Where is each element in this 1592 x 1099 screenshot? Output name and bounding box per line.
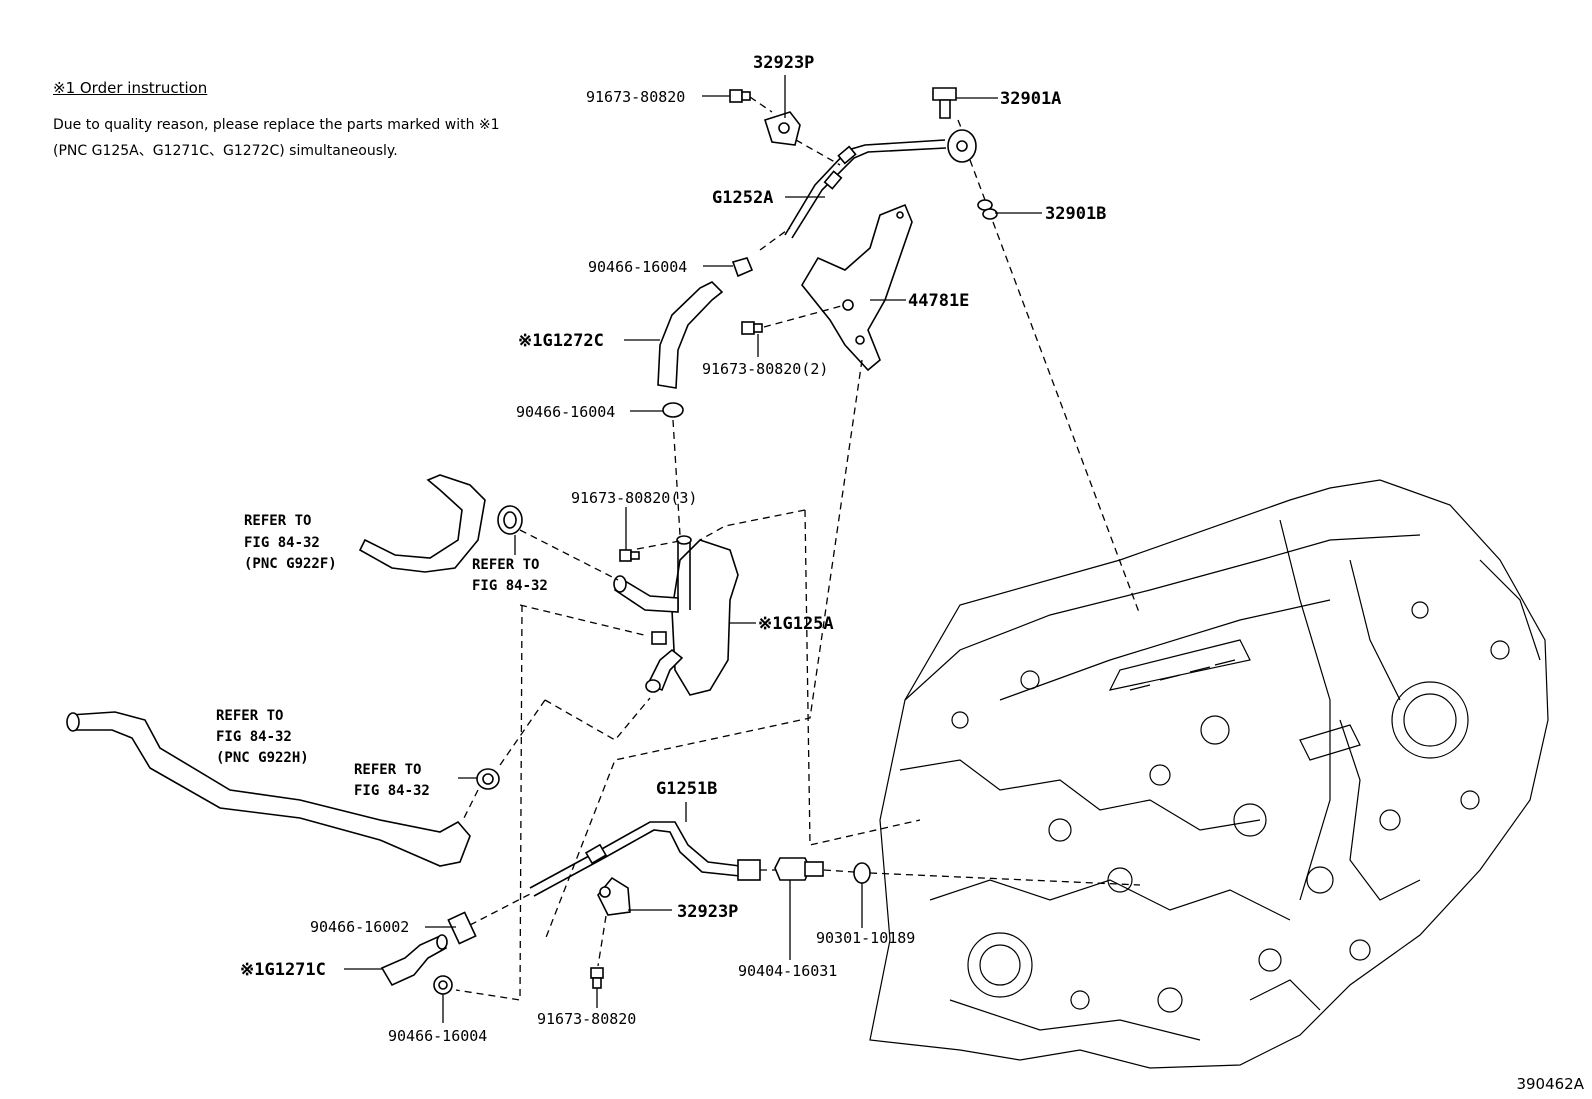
clip-90466-16004-a xyxy=(731,257,754,278)
label-90466-16004-a: 90466-16004 xyxy=(588,258,687,276)
clip-90466-16004-b xyxy=(662,402,684,418)
label-91673-80820-x3: 91673-80820(3) xyxy=(571,489,697,507)
clamp-refer-top xyxy=(497,505,523,535)
order-instruction-line-2: (PNC G125A、G1271C、G1272C) simultaneously… xyxy=(53,143,398,159)
clamp-32923P-top xyxy=(763,111,801,146)
hose-G1272C xyxy=(657,281,724,389)
leader-lines xyxy=(344,75,1042,1023)
bolt-91673-80820-bottom xyxy=(590,967,604,989)
refer-note-G922H-line-2: FIG 84-32 xyxy=(216,729,292,745)
hose-refer-G922F xyxy=(358,474,486,573)
refer-note-G922F: REFER TO FIG 84-32 (PNC G922F) xyxy=(244,513,337,572)
bolt-91673-80820-x3 xyxy=(619,549,640,562)
o-ring-90301-10189 xyxy=(853,862,871,884)
bolt-91673-80820-top xyxy=(729,89,751,103)
oil-pipe-G1251B xyxy=(529,821,761,897)
label-G1272C: ※1G1272C xyxy=(518,331,604,351)
label-32901A: 32901A xyxy=(1000,89,1061,109)
refer-note-clamp-bottom-line-1: REFER TO xyxy=(354,762,421,778)
label-91673-80820-x2: 91673-80820(2) xyxy=(702,360,828,378)
label-91673-80820-top: 91673-80820 xyxy=(586,88,685,106)
label-90466-16004-b: 90466-16004 xyxy=(516,403,615,421)
label-44781E: 44781E xyxy=(908,291,969,311)
refer-note-G922F-line-1: REFER TO xyxy=(244,513,311,529)
label-G1271C: ※1G1271C xyxy=(240,960,326,980)
clip-90466-16004-c xyxy=(433,975,453,995)
label-32923P-bottom: 32923P xyxy=(677,902,738,922)
refer-note-clamp-top-line-1: REFER TO xyxy=(472,557,539,573)
label-G1252A: G1252A xyxy=(712,188,773,208)
label-32923P-top: 32923P xyxy=(753,53,814,73)
refer-note-clamp-bottom: REFER TO FIG 84-32 xyxy=(354,762,430,799)
oil-pipe-G1252A xyxy=(784,129,977,239)
refer-note-G922H-line-3: (PNC G922H) xyxy=(216,750,309,766)
label-90466-16002: 90466-16002 xyxy=(310,918,409,936)
figure-id: 390462A xyxy=(1516,1075,1584,1093)
label-G1251B: G1251B xyxy=(656,779,717,799)
clamp-32923P-bottom xyxy=(597,876,631,916)
clip-90466-16002 xyxy=(447,911,477,945)
refer-note-G922F-line-3: (PNC G922F) xyxy=(244,556,337,572)
refer-note-clamp-top: REFER TO FIG 84-32 xyxy=(472,557,548,594)
gasket-32901B xyxy=(977,199,998,220)
refer-note-clamp-top-line-2: FIG 84-32 xyxy=(472,578,548,594)
refer-note-G922F-line-2: FIG 84-32 xyxy=(244,535,320,551)
clamp-refer-bottom xyxy=(476,768,500,790)
assembly-dashed-lines xyxy=(455,96,1141,1001)
label-91673-80820-bottom: 91673-80820 xyxy=(537,1010,636,1028)
bracket-44781E xyxy=(801,203,913,372)
refer-note-clamp-bottom-line-2: FIG 84-32 xyxy=(354,783,430,799)
order-instruction-line-1: Due to quality reason, please replace th… xyxy=(53,117,500,133)
order-instruction-title: ※1 Order instruction xyxy=(53,79,208,97)
hose-G1271C xyxy=(380,934,448,987)
label-90466-16004-c: 90466-16004 xyxy=(388,1027,487,1045)
union-90404-16031 xyxy=(774,857,824,881)
label-90404-16031: 90404-16031 xyxy=(738,962,837,980)
refer-note-G922H-line-1: REFER TO xyxy=(216,708,283,724)
refer-note-G922H: REFER TO FIG 84-32 (PNC G922H) xyxy=(216,708,309,766)
hose-refer-G922H xyxy=(66,711,471,867)
label-32901B: 32901B xyxy=(1045,204,1106,224)
union-bolt-32901A xyxy=(932,87,957,119)
bolt-91673-80820-x2 xyxy=(741,321,763,335)
transaxle-assembly-drawing xyxy=(869,479,1549,1069)
label-G125A: ※1G125A xyxy=(758,614,834,634)
oil-cooler-G125A xyxy=(613,535,739,696)
label-90301-10189: 90301-10189 xyxy=(816,929,915,947)
